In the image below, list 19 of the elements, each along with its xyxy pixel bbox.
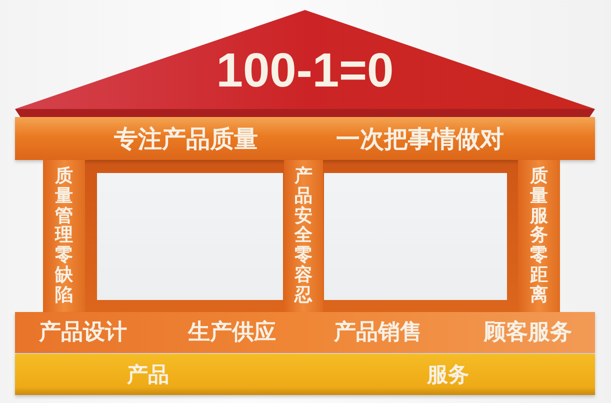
pillar (284, 160, 323, 312)
process-stage-label: 生产供应 (188, 320, 276, 345)
foundation-label: 产品 (127, 362, 169, 386)
pillar (43, 160, 85, 312)
pillar (518, 160, 560, 312)
process-stage-label: 顾客服务 (484, 320, 572, 345)
foundation-label: 服务 (427, 362, 469, 386)
pillar-label: 质量管理零缺陷 (55, 166, 73, 306)
slogan: 专注产品质量 (114, 125, 258, 152)
process-stage-label: 产品销售 (334, 320, 422, 345)
pillar-label: 产品安全零容忍 (294, 166, 312, 306)
process-stage-label: 产品设计 (39, 320, 127, 345)
pillar-label: 质量服务零距离 (530, 166, 548, 306)
beam (15, 117, 595, 160)
slogan: 一次把事情做对 (336, 125, 504, 152)
roof (15, 8, 595, 118)
process-band (15, 312, 595, 353)
roof-formula: 100-1=0 (216, 46, 394, 98)
foundation-base (15, 354, 595, 395)
